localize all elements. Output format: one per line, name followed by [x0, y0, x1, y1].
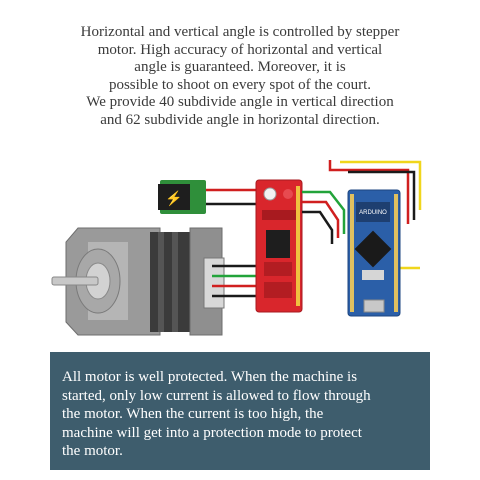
protection-line: machine will get into a protection mode … — [62, 424, 362, 441]
signal-wires — [302, 190, 346, 244]
intro-line: motor. High accuracy of horizontal and v… — [97, 41, 383, 58]
protection-line: the motor. When the current is too high,… — [62, 406, 324, 422]
arduino-label: ARDUINO — [359, 210, 387, 216]
wiring-diagram: ⚡ ARDUINO — [51, 160, 422, 336]
driver-board — [255, 179, 303, 313]
protection-line: All motor is well protected. When the ma… — [62, 369, 358, 385]
power-module: ⚡ — [158, 180, 206, 214]
protection-line: the motor. — [62, 443, 123, 459]
arduino-board: ARDUINO — [347, 189, 401, 317]
stepper-motor — [51, 227, 225, 336]
intro-line: and 62 subdivide angle in horizontal dir… — [100, 111, 380, 128]
motor-wires — [212, 264, 262, 298]
protection-info-box: All motor is well protected. When the ma… — [50, 352, 430, 470]
protection-line: started, only low current is allowed to … — [62, 387, 371, 404]
intro-line: possible to shoot on every spot of the c… — [108, 76, 372, 93]
intro-line: Horizontal and vertical angle is control… — [80, 24, 400, 40]
intro-line: We provide 40 subdivide angle in vertica… — [86, 94, 394, 110]
intro-text: Horizontal and vertical angle is control… — [40, 24, 440, 129]
power-wires — [206, 188, 258, 206]
intro-line: angle is guaranteed. Moreover, it is — [134, 59, 346, 75]
arduino-top-wires — [328, 160, 422, 270]
power-icon: ⚡ — [165, 190, 182, 207]
